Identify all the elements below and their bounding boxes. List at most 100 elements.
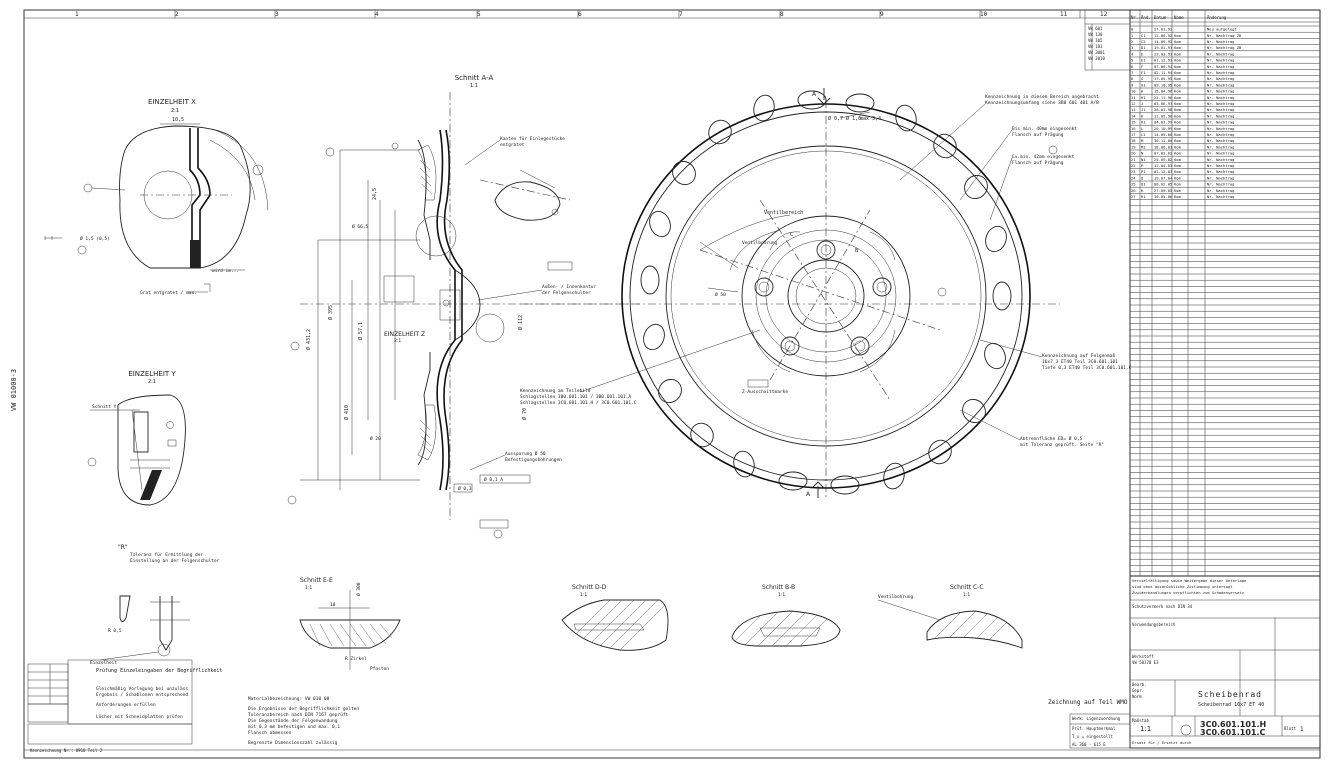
svg-text:Norm: Norm xyxy=(1132,694,1142,699)
svg-text:Ø 0,3: Ø 0,3 xyxy=(458,485,472,492)
revision-cell: Kom xyxy=(1174,39,1182,44)
svg-text:Begrenzte Dimensionszahl zuläs: Begrenzte Dimensionszahl zulässig xyxy=(248,740,338,746)
revision-cell: D1 xyxy=(1141,45,1146,50)
revision-cell: Nr. Nachtrag xyxy=(1207,58,1234,63)
revision-cell: Neu aufgelegt xyxy=(1207,27,1237,32)
revision-cell: 22 xyxy=(1131,163,1136,168)
svg-text:Werkstoff: Werkstoff xyxy=(1132,654,1154,659)
revision-cell: F xyxy=(1141,64,1144,69)
revision-cell: 24 xyxy=(1131,175,1136,180)
revision-cell: Nr. Nachtrag xyxy=(1207,157,1234,162)
revision-cell: 11 xyxy=(1131,95,1136,100)
revision-cell: 23 xyxy=(1131,169,1136,174)
view-title: Schnitt A-A xyxy=(455,74,494,82)
svg-text:R 0,5: R 0,5 xyxy=(108,628,122,634)
revision-cell: 03.06.97 xyxy=(1154,101,1172,106)
zone-label: 9 xyxy=(880,11,884,18)
svg-text:der Felgenschulter: der Felgenschulter xyxy=(542,290,591,296)
revision-cell: N1 xyxy=(1141,157,1146,162)
svg-text:VW 601: VW 601 xyxy=(1088,26,1103,31)
revision-cell: Kom xyxy=(1174,70,1182,75)
revision-cell: 30.11.00 xyxy=(1154,138,1173,143)
revision-cell: 02.11.94 xyxy=(1154,70,1173,75)
revision-cell: Kom xyxy=(1174,163,1182,168)
revision-cell: 12.04.03 xyxy=(1154,163,1172,168)
revision-cell: Kom xyxy=(1174,45,1182,50)
svg-text:Kennzeichnung auf Felgenmaß: Kennzeichnung auf Felgenmaß xyxy=(1042,353,1115,359)
revision-cell: Kom xyxy=(1174,126,1182,131)
revision-cell: Kom xyxy=(1174,157,1182,162)
revision-cell: Nr. Nachtrag xyxy=(1207,194,1234,199)
svg-text:Flansch auf Prägung: Flansch auf Prägung xyxy=(1012,132,1064,138)
revision-cell: 28.01.98 xyxy=(1154,107,1173,112)
revision-cell: 09.10.95 xyxy=(1154,82,1172,87)
svg-text:Abtrennfläche ED= Ø 0,5: Abtrennfläche ED= Ø 0,5 xyxy=(1020,435,1083,442)
revision-cell: Nr. Nachtrag ZB xyxy=(1207,45,1242,50)
drawing-note: Zeichnung auf Teil WMO xyxy=(1048,699,1128,706)
revision-cell: Kom xyxy=(1174,113,1182,118)
view-detail-r: "R" Toleranz für Ermittlung der Einstell… xyxy=(90,544,220,666)
view-note: Grat entgratet / max. xyxy=(140,290,197,296)
revision-cell: F1 xyxy=(1141,70,1146,75)
svg-text:Materialbezeichnung: VW 010 08: Materialbezeichnung: VW 010 08 xyxy=(248,696,330,702)
revision-cell: 14.09.92 xyxy=(1154,39,1172,44)
view-scale: 1:1 xyxy=(963,592,970,598)
revision-cell: Nr. Nachtrag xyxy=(1207,113,1234,118)
svg-text:max 3,4: max 3,4 xyxy=(860,116,881,122)
view-detail-hole xyxy=(479,169,571,221)
revision-cell: Nr. Nachtrag xyxy=(1207,107,1234,112)
svg-text:Löcher mit Schneidplatten prüf: Löcher mit Schneidplatten prüfen xyxy=(96,714,183,720)
revision-cell: Nr. Nachtrag xyxy=(1207,182,1234,187)
svg-text:Ventilbohrung: Ventilbohrung xyxy=(878,594,914,600)
title-name: Scheibenrad xyxy=(1198,690,1262,699)
revision-cell: Kom xyxy=(1174,194,1182,199)
view-scale: 1:1 xyxy=(470,83,478,89)
revision-cell: Kom xyxy=(1174,169,1182,174)
wheel-bolt-holes xyxy=(754,240,892,356)
svg-text:Kennzeichnung in diesem Bereic: Kennzeichnung in diesem Bereich angebrac… xyxy=(985,94,1099,100)
revision-cell: Kom xyxy=(1174,82,1182,87)
svg-text:Ersatz für / Ersetzt durch: Ersatz für / Ersetzt durch xyxy=(1132,740,1191,745)
svg-text:Ø 0,7 Ø 1,6: Ø 0,7 Ø 1,6 xyxy=(828,115,861,122)
revision-cell: 15.04.96 xyxy=(1154,89,1173,94)
revision-cell: 25.09.02 xyxy=(1154,157,1172,162)
svg-text:mit 0,3 mm befestigen und max.: mit 0,3 mm befestigen und max. 0,1 xyxy=(248,724,340,730)
svg-text:Ø 431,2: Ø 431,2 xyxy=(305,329,312,350)
revision-cell: 2 xyxy=(1131,39,1133,44)
revision-cell: K xyxy=(1141,113,1144,118)
revision-cell: Nr. Nachtrag xyxy=(1207,138,1234,143)
view-scale: 1:1 xyxy=(580,592,587,598)
revision-cell: G xyxy=(1141,76,1144,81)
svg-text:entgratet: entgratet xyxy=(500,142,525,148)
revision-cell: 1 xyxy=(1131,33,1134,38)
svg-text:Bis min. 40mm eingesenkt: Bis min. 40mm eingesenkt xyxy=(1012,126,1077,132)
zone-label: 5 xyxy=(477,11,481,18)
view-scale: 2:1 xyxy=(171,108,179,114)
svg-text:Schlagstellen 3B0.601.101 / 3B: Schlagstellen 3B0.601.101 / 3B0.601.101.… xyxy=(520,394,631,400)
revision-cell: Kom xyxy=(1174,138,1182,143)
revision-cell: 04.03.99 xyxy=(1154,120,1173,125)
svg-text:R Zirkel: R Zirkel xyxy=(345,656,367,662)
section-mark: A xyxy=(812,91,817,98)
svg-text:Kennzeichnung Nr.: 0910 Teil 2: Kennzeichnung Nr.: 0910 Teil 2 xyxy=(30,748,103,753)
revision-cell: 27.09.05 xyxy=(1154,188,1172,193)
revision-cell: E xyxy=(1141,51,1144,56)
sheet-number: 1 xyxy=(1300,726,1304,733)
revision-cell: 14.05.00 xyxy=(1154,132,1173,137)
svg-text:Kanten für Einlegestücke: Kanten für Einlegestücke xyxy=(500,136,565,142)
svg-text:Ø 112: Ø 112 xyxy=(517,315,524,330)
view-schnitt-cc: Schnitt C-C 1:1 Ventilbohrung xyxy=(877,584,1023,649)
revision-cell: Nr. Nachtrag xyxy=(1207,76,1234,81)
svg-text:Ergebnis / Schablonen entsprec: Ergebnis / Schablonen entsprechend xyxy=(96,692,188,698)
revision-cell: 16 xyxy=(1131,126,1136,131)
svg-text:Anforderungen erfüllen: Anforderungen erfüllen xyxy=(96,702,156,708)
revision-cell: Nr. Nachtrag xyxy=(1207,70,1234,75)
